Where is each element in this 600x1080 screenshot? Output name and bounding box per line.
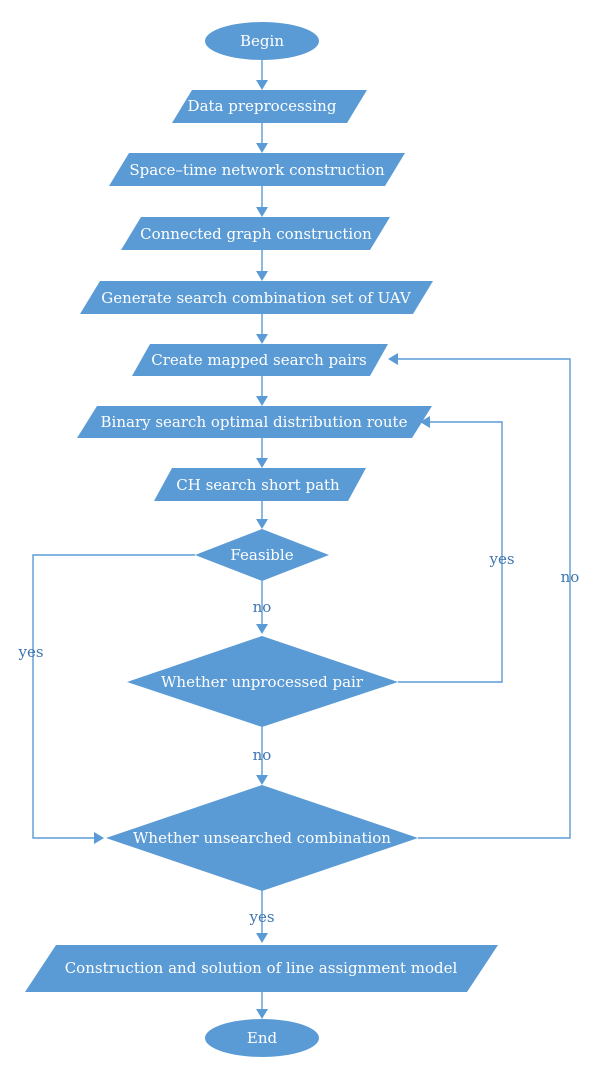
arrowhead <box>256 458 268 468</box>
unprocessed-no-label: no <box>253 746 272 764</box>
mapped-pairs-label: Create mapped search pairs <box>151 351 367 369</box>
mapped-pairs-box <box>132 344 388 376</box>
unprocessed-pair-label: Whether unprocessed pair <box>161 673 364 691</box>
arrowhead <box>256 80 268 90</box>
arrowhead <box>256 207 268 217</box>
arrowhead <box>256 271 268 281</box>
construction-solution-box <box>25 945 498 992</box>
feasible-no-label: no <box>253 598 272 616</box>
feasible-label: Feasible <box>230 546 293 564</box>
connected-graph-label: Connected graph construction <box>140 225 372 243</box>
binary-search-box <box>77 406 432 438</box>
ch-search-box <box>154 468 366 501</box>
arrowhead <box>256 396 268 406</box>
arrowhead <box>256 334 268 344</box>
unsearched-no-label: no <box>561 568 580 586</box>
end-label: End <box>247 1029 278 1047</box>
construction-solution-label: Construction and solution of line assign… <box>65 959 458 977</box>
arrowhead <box>256 1009 268 1019</box>
end-terminal <box>205 1019 319 1057</box>
arrowhead <box>256 143 268 153</box>
feasible-yes-label: yes <box>17 643 43 661</box>
generate-combination-box <box>80 281 433 314</box>
arrowhead <box>388 353 398 365</box>
space-time-network-box <box>109 153 405 186</box>
nodes: Begin Data preprocessing Space–time netw… <box>25 22 498 1057</box>
arrowhead <box>256 775 268 785</box>
data-preprocessing-label: Data preprocessing <box>188 97 337 115</box>
ch-search-label: CH search short path <box>176 476 340 494</box>
arrowhead <box>94 832 104 844</box>
unsearched-combination-label: Whether unsearched combination <box>133 829 391 847</box>
edge-labels: no yes yes no yes no <box>17 550 579 926</box>
edge-feasible-yes-to-unsearched <box>32 554 195 839</box>
space-time-network-label: Space–time network construction <box>129 161 385 179</box>
arrowhead <box>256 624 268 634</box>
arrowhead <box>256 519 268 529</box>
connectors <box>32 60 571 1019</box>
begin-label: Begin <box>240 32 284 50</box>
arrowhead <box>256 933 268 943</box>
unprocessed-yes-label: yes <box>488 550 514 568</box>
unsearched-combination-decision <box>106 785 418 891</box>
edge-unsearched-no-to-mapped <box>396 358 571 839</box>
feasible-decision <box>195 529 329 581</box>
binary-search-label: Binary search optimal distribution route <box>101 413 408 431</box>
connected-graph-box <box>121 217 390 250</box>
unprocessed-pair-decision <box>127 636 398 727</box>
data-preprocessing-box <box>172 90 367 123</box>
edge-unprocessed-yes-to-binary <box>398 421 503 683</box>
arrowhead <box>420 416 430 428</box>
generate-combination-label: Generate search combination set of UAV <box>101 289 412 307</box>
begin-terminal <box>205 22 319 60</box>
unsearched-yes-label: yes <box>248 908 274 926</box>
